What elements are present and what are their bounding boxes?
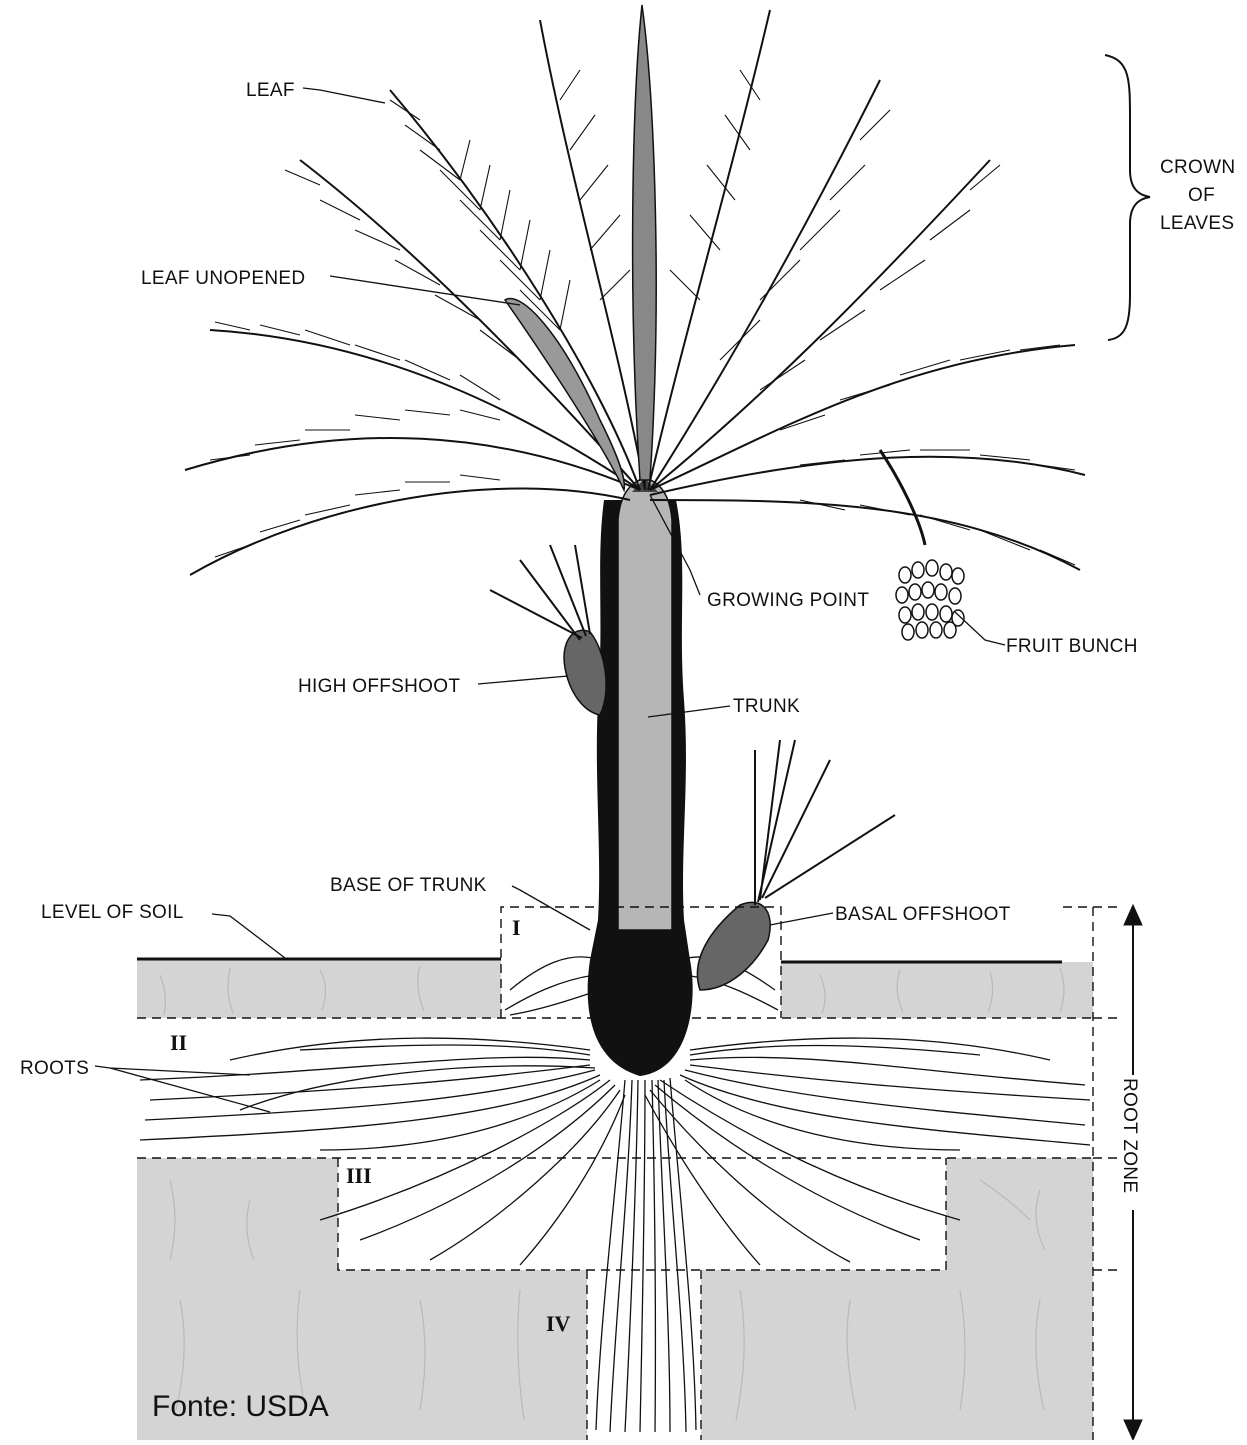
zone-label-2: II (170, 1030, 187, 1055)
label-trunk: TRUNK (733, 696, 800, 717)
label-base-of-trunk: BASE OF TRUNK (330, 875, 487, 896)
soil-bottom-right (701, 1270, 1093, 1440)
label-high-offshoot: HIGH OFFSHOOT (298, 676, 460, 697)
label-growing-point: GROWING POINT (707, 590, 869, 611)
label-leaf-unopened: LEAF UNOPENED (141, 268, 305, 289)
label-crown-line3: LEAVES (1160, 213, 1234, 234)
label-leaf: LEAF (246, 80, 295, 101)
zone-label-4: IV (546, 1311, 571, 1336)
label-crown-line2: OF (1188, 185, 1215, 206)
label-roots: ROOTS (20, 1058, 89, 1079)
label-crown-line1: CROWN (1160, 157, 1235, 178)
soil-lower-left (137, 1158, 338, 1270)
soil-top-left (137, 958, 501, 1018)
high-offshoot-shape (490, 545, 606, 715)
crown-brace (1105, 55, 1150, 340)
label-fruit-bunch: FRUIT BUNCH (1006, 636, 1138, 657)
leaf-unopened-shape (505, 299, 624, 491)
soil-top-right (781, 962, 1093, 1018)
fruit-bunch-shape (880, 450, 964, 640)
source-credit: Fonte: USDA (152, 1390, 329, 1423)
central-spear (633, 5, 657, 480)
soil-lower-right (946, 1158, 1093, 1270)
label-level-of-soil: LEVEL OF SOIL (41, 902, 184, 923)
trunk-cut-section (618, 478, 672, 930)
label-root-zone: ROOT ZONE (1119, 1078, 1140, 1193)
zone-label-3: III (346, 1163, 372, 1188)
zone-label-1: I (512, 915, 521, 940)
basal-offshoot-shape (697, 740, 895, 990)
label-basal-offshoot: BASAL OFFSHOOT (835, 904, 1011, 925)
